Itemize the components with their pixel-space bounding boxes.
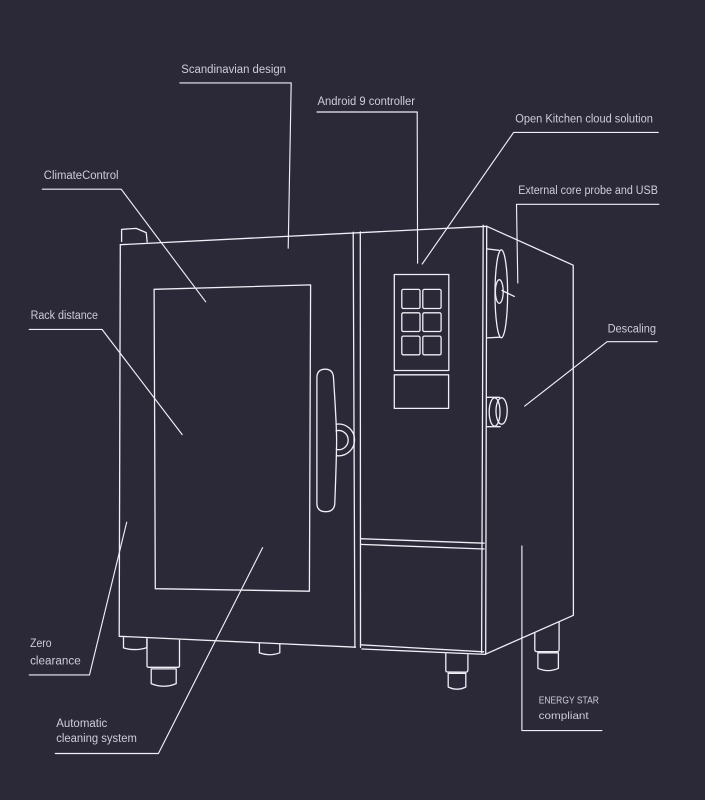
svg-text:compliant: compliant	[539, 711, 589, 722]
svg-text:Open Kitchen cloud solution: Open Kitchen cloud solution	[515, 114, 653, 126]
svg-text:clearance: clearance	[30, 656, 81, 668]
svg-text:Automatic: Automatic	[56, 718, 107, 730]
svg-text:Zero: Zero	[30, 638, 51, 650]
svg-text:ClimateControl: ClimateControl	[44, 170, 119, 182]
svg-text:Descaling: Descaling	[608, 323, 656, 335]
svg-text:Rack distance: Rack distance	[31, 310, 98, 322]
svg-text:cleaning system: cleaning system	[56, 733, 137, 745]
svg-text:Android 9 controller: Android 9 controller	[318, 96, 416, 108]
svg-text:External core probe and USB: External core probe and USB	[518, 185, 658, 197]
svg-text:ENERGY STAR: ENERGY STAR	[539, 695, 599, 706]
svg-text:Scandinavian design: Scandinavian design	[181, 64, 286, 76]
